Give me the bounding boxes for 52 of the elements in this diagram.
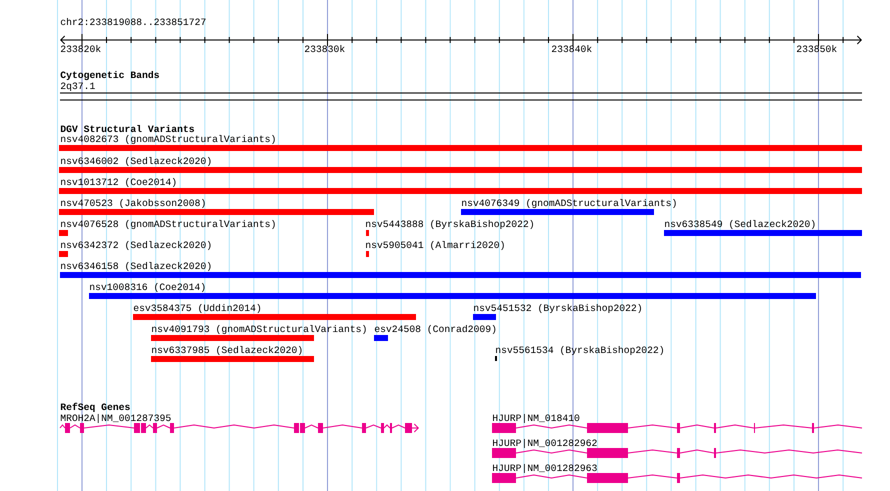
node-label: nsv4091793 (gnomADStructuralVariants) (152, 324, 366, 334)
node-label: HJURP|NM_018410 (493, 414, 580, 423)
variant-feature: nsv1008316 (Coe2014) (89, 282, 816, 299)
node-label: nsv4082673 (gnomADStructuralVariants) (61, 134, 275, 144)
variant-feature: nsv1013712 (Coe2014) (59, 178, 862, 194)
node-label: nsv6338549 (Sedlazeck2020) (665, 220, 814, 229)
track-text: 233830k (304, 44, 345, 52)
node-label: HJURP|NM_001282963 (493, 464, 597, 473)
node-label: esv3584375 (Uddin2014) (134, 304, 260, 313)
gene-model: MROH2A|NM_001287395 (60, 414, 419, 433)
node-label: HJURP|NM_001282962 (493, 438, 597, 448)
node-label: esv24508 (Conrad2009) (374, 324, 496, 334)
variant-feature: nsv4076528 (gnomADStructuralVariants) (59, 220, 275, 236)
node-label: nsv6346158 (Sedlazeck2020) (61, 262, 210, 271)
gene-model: HJURP|NM_001282963 (492, 464, 862, 483)
variant-feature: nsv6346002 (Sedlazeck2020) (59, 156, 862, 173)
node-label: nsv5443888 (ByrskaBishop2022) (366, 220, 533, 229)
gene-model: HJURP|NM_001282962 (492, 438, 862, 458)
variant-feature: nsv4091793 (gnomADStructuralVariants) (151, 324, 366, 341)
node-label: nsv4076528 (gnomADStructuralVariants) (61, 220, 275, 229)
track-text: 233840k (552, 44, 592, 52)
track-text: 2q37.1 (60, 82, 95, 91)
track-heading: Cytogenetic Bands (60, 70, 159, 80)
variant-feature: nsv5443888 (ByrskaBishop2022) (366, 220, 533, 236)
node-label: nsv5451532 (ByrskaBishop2022) (474, 304, 641, 313)
node-label: nsv4076349 (gnomADStructuralVariants) (462, 198, 676, 208)
track-text: chr2:233819088..233851727 (60, 18, 206, 26)
node-label: nsv6346002 (Sedlazeck2020) (61, 156, 210, 166)
variant-feature: nsv4076349 (gnomADStructuralVariants) (461, 198, 676, 215)
variant-feature: esv3584375 (Uddin2014) (133, 304, 416, 320)
variant-feature: nsv6346158 (Sedlazeck2020) (60, 262, 861, 278)
variant-feature: esv24508 (Conrad2009) (374, 324, 496, 341)
node-label: nsv6342372 (Sedlazeck2020) (61, 240, 210, 250)
node-label: nsv470523 (Jakobsson2008) (61, 198, 205, 208)
variant-feature: nsv6338549 (Sedlazeck2020) (664, 220, 862, 236)
variant-feature: nsv6337985 (Sedlazeck2020) (151, 346, 314, 362)
variant-feature: nsv5451532 (ByrskaBishop2022) (473, 304, 641, 320)
track-text: 233820k (60, 44, 101, 52)
node-label: nsv5905041 (Almarri2020) (366, 240, 504, 250)
track-heading: DGV Structural Variants (60, 124, 194, 132)
node-label: nsv6337985 (Sedlazeck2020) (152, 346, 302, 355)
variant-feature: nsv4082673 (gnomADStructuralVariants) (59, 134, 862, 151)
variant-feature: nsv6342372 (Sedlazeck2020) (59, 240, 210, 257)
node-label: MROH2A|NM_001287395 (60, 414, 171, 423)
gene-model: HJURP|NM_018410 (492, 414, 862, 433)
node-label: nsv1013712 (Coe2014) (61, 178, 176, 187)
variant-feature: nsv470523 (Jakobsson2008) (59, 198, 374, 215)
node-label: nsv1008316 (Coe2014) (90, 282, 204, 292)
track-text: 233850k (796, 44, 837, 52)
variant-feature: nsv5905041 (Almarri2020) (366, 240, 504, 257)
variant-feature: nsv5561534 (ByrskaBishop2022) (495, 346, 663, 361)
node-label: nsv5561534 (ByrskaBishop2022) (496, 346, 663, 355)
